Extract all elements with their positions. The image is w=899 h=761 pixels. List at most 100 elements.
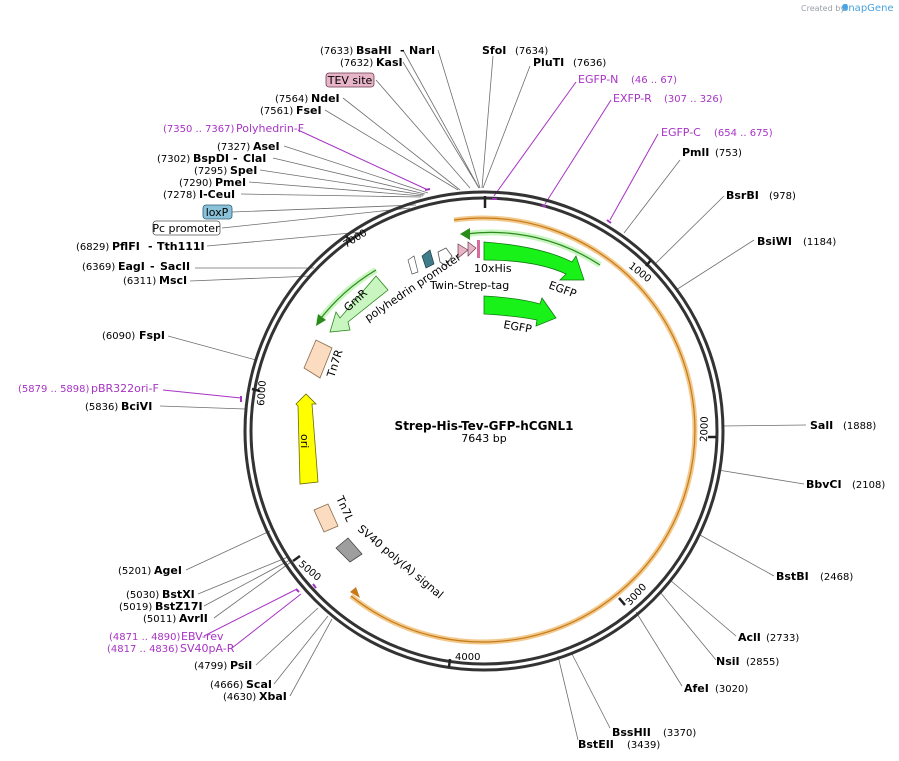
site-name-kasi: KasI — [376, 56, 403, 69]
primer-name-sv40pa-r: SV40pA-R — [180, 642, 235, 655]
site-pos-acli: (2733) — [766, 633, 799, 644]
orf-arrowhead — [350, 587, 360, 598]
site-pos-asei: (7327) — [217, 142, 250, 153]
site-pos-msci: (6311) — [123, 276, 156, 287]
polyhedrin-promoter-shape — [437, 247, 453, 267]
site-pos-psii: (4799) — [194, 661, 227, 672]
line-nari — [437, 49, 481, 189]
sv40-shape — [335, 537, 363, 563]
tn7l-shape — [313, 503, 339, 533]
loxp-box — [202, 204, 233, 220]
site-pos-agei: (5201) — [118, 566, 151, 577]
tick-label-2000: 2000 — [699, 416, 711, 442]
site-pos-fsei: (7561) — [260, 106, 293, 117]
line-tth111i — [206, 231, 363, 247]
site-name-avrii: AvrII — [179, 612, 208, 625]
line-agei — [185, 530, 271, 571]
primer-range-pbr322ori-f: (5879 .. 5898) — [18, 384, 90, 395]
feature-label-tn7l: Tn7L — [333, 493, 357, 524]
loxp-shape — [421, 249, 435, 269]
tick-5000 — [292, 554, 301, 563]
line-pmei — [248, 181, 424, 197]
plasmid-name: Strep-His-Tev-GFP-hCGNL1 — [395, 419, 574, 433]
line-sali — [721, 424, 807, 427]
line-bstbi — [699, 534, 775, 577]
tick-label-6000: 6000 — [256, 380, 269, 406]
primer-tick-exfp-r — [541, 204, 547, 208]
site-pos-nsii: (2855) — [746, 657, 779, 668]
tev-site-box — [325, 72, 375, 88]
line-polyhedrin-f — [297, 129, 429, 191]
line-bsshii — [571, 653, 611, 729]
primer-name-polyhedrin-f: Polyhedrin-F — [236, 122, 304, 135]
line-sv40pa-r — [231, 593, 302, 649]
site-name-bspdi: BspDI — [193, 152, 229, 165]
line-bstz17i — [203, 559, 291, 607]
site-name-pflfi: PflFI — [112, 240, 140, 253]
line-exfp-r — [544, 99, 612, 205]
site-pos-pflfi: (6829) — [76, 242, 109, 253]
line-bbvci — [717, 469, 805, 485]
line-spei — [259, 169, 425, 196]
line-scai — [273, 615, 329, 685]
site-name-fspi: FspI — [139, 329, 165, 342]
site-pos-bbvci: (2108) — [852, 480, 885, 491]
line-bsteii — [557, 655, 579, 741]
site-pos-bspdi: (7302) — [157, 154, 190, 165]
egfp-arc-head — [460, 228, 470, 240]
line-psii — [255, 607, 319, 666]
primer-range-sv40pa-r: (4817 .. 4836) — [107, 644, 179, 655]
primer-name-exfp-r: EXFP-R — [613, 92, 652, 105]
site-name-fsei: FseI — [296, 104, 322, 117]
site-name-sacii: SacII — [160, 260, 190, 273]
site-pos-iceui: (7278) — [163, 190, 196, 201]
primer-range-exfp-r: (307 .. 326) — [664, 94, 723, 105]
pc-promoter-shape — [407, 255, 419, 275]
site-name-bsteii: BstEII — [578, 738, 614, 751]
site-dash-sacii: - — [150, 260, 155, 273]
line-sfoi — [481, 55, 494, 189]
strep-tag-shape — [477, 240, 480, 258]
feature-label-sv40: SV40 poly(A) signal — [355, 522, 446, 601]
site-pos-bcivi: (5836) — [85, 402, 118, 413]
primer-tick-sv40pa-r — [312, 583, 317, 589]
site-name-psii: PsiI — [230, 659, 252, 672]
site-pos-spei: (7295) — [194, 166, 227, 177]
site-name-msci: MscI — [159, 274, 187, 287]
site-pos-pluti: (7636) — [573, 58, 606, 69]
primer-range-ebv-rev: (4871 .. 4890) — [109, 632, 181, 643]
line-bstxi — [197, 556, 289, 595]
line-pluti — [482, 65, 531, 189]
feature-label-egfp-1: EGFP — [547, 279, 579, 301]
primer-name-egfp-n: EGFP-N — [578, 73, 618, 86]
site-pos-bsiwi: (1184) — [803, 237, 836, 248]
line-kasi — [402, 61, 480, 189]
site-pos-pmei: (7290) — [179, 178, 212, 189]
loxp-label: loxP — [206, 206, 229, 219]
line-loxp — [231, 204, 417, 213]
site-name-bstz17i: BstZ17I — [155, 600, 203, 613]
site-pos-bsteii: (3439) — [627, 740, 660, 751]
site-dash-nari: - — [400, 44, 405, 57]
site-name-pluti: PluTI — [533, 56, 564, 69]
pc-promoter-box — [152, 220, 221, 236]
created-by-text: Created by — [801, 4, 845, 13]
egfp-arrow-2 — [483, 295, 557, 327]
tick-4000 — [447, 658, 452, 668]
snapgene-logo-icon — [842, 4, 848, 10]
site-name-tth111i: Tth111I — [157, 240, 205, 253]
site-pos-bstbi: (2468) — [820, 572, 853, 583]
feature-label-twin-strep: Twin-Strep-tag — [429, 279, 509, 292]
line-clai — [272, 157, 426, 195]
site-name-bsshii: BssHII — [612, 726, 651, 739]
site-pos-fspi: (6090) — [102, 331, 135, 342]
line-iceui — [240, 193, 422, 198]
line-fsei — [324, 109, 459, 191]
site-name-afei: AfeI — [684, 682, 709, 695]
tev-shape — [467, 241, 477, 257]
site-name-pmli: PmlI — [682, 146, 709, 159]
primer-range-polyhedrin-f: (7350 .. 7367) — [163, 124, 235, 135]
line-asei — [283, 145, 429, 194]
site-pos-afei: (3020) — [715, 684, 748, 695]
